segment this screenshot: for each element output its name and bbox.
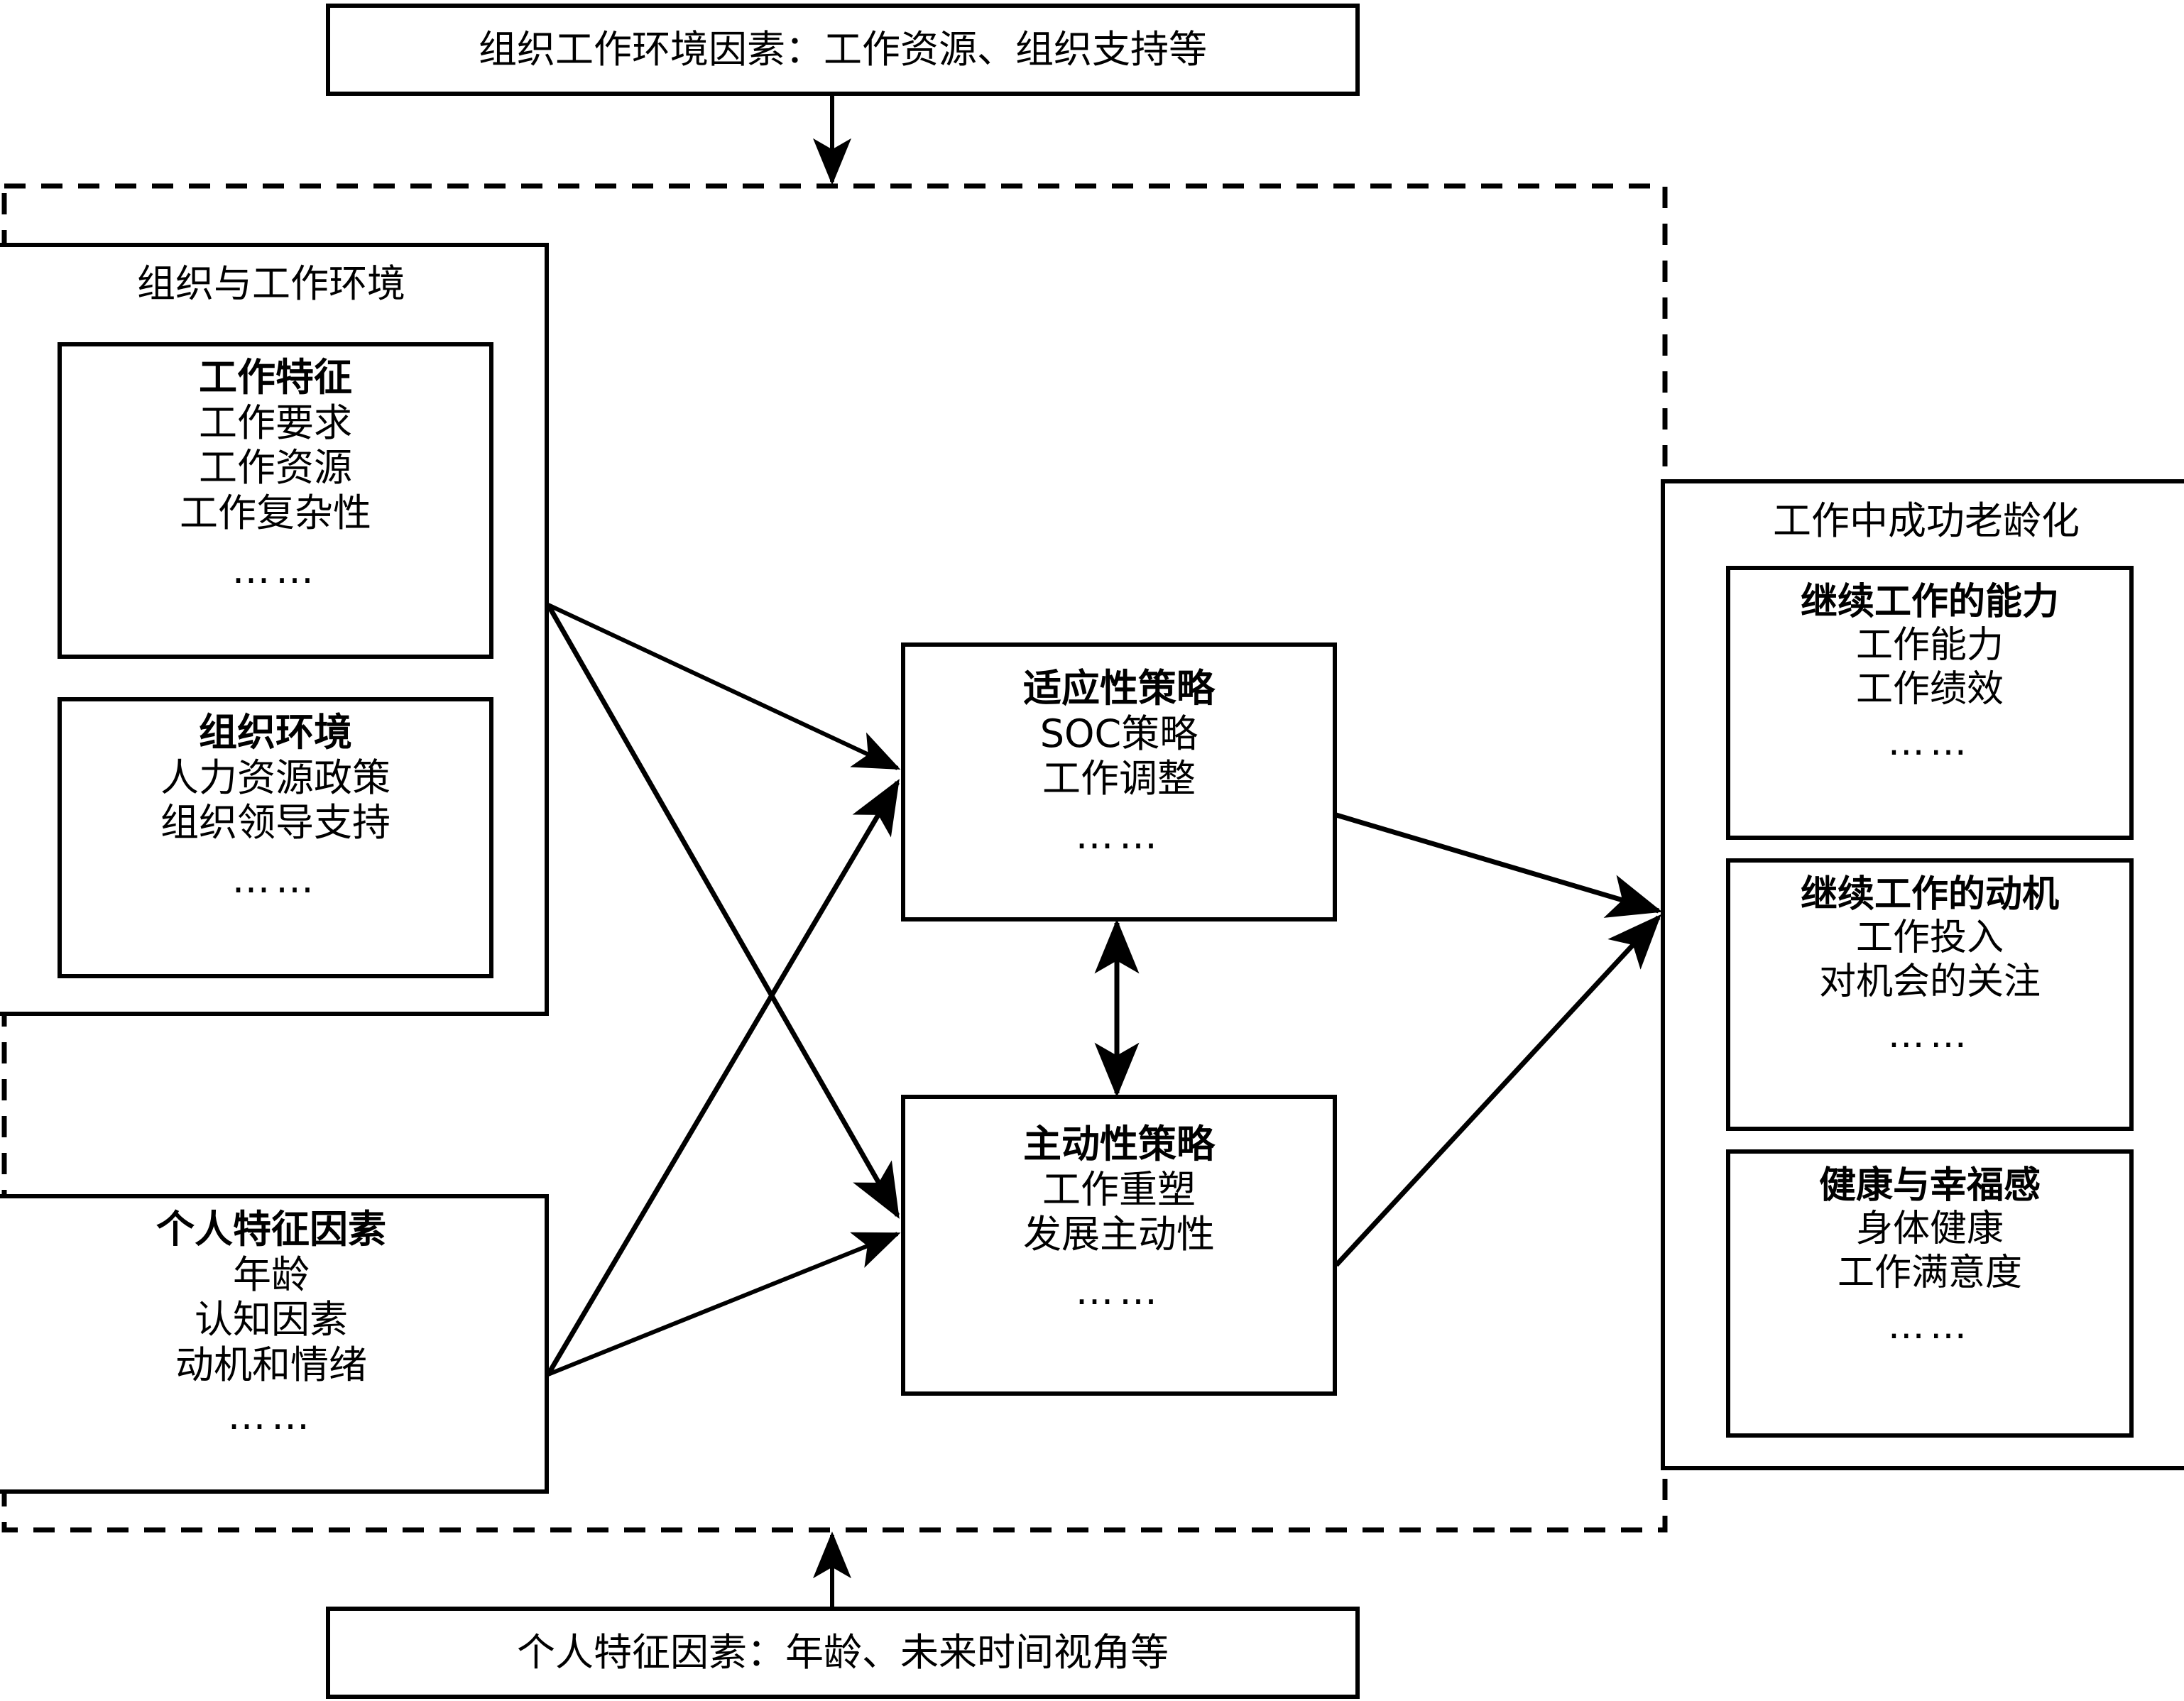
arrow-adaptive-to-outcomes — [1336, 812, 1663, 918]
adaptive-strategy-box-outline — [901, 642, 1337, 921]
health-wellbeing-box-outline — [1726, 1149, 2134, 1438]
org-environment-box-outline — [58, 697, 493, 978]
arrow-org-to-adaptive — [547, 603, 901, 770]
arrow-individual-to-proactive — [547, 1232, 901, 1377]
bottom-context-box-outline — [326, 1607, 1360, 1699]
work-motivation-box-outline — [1726, 858, 2134, 1131]
arrow-individual-to-adaptive — [545, 779, 900, 1376]
arrow-proactive-to-outcomes — [1334, 914, 1661, 1267]
top-context-box-outline — [326, 4, 1360, 96]
individual-characteristics-box-outline — [0, 1194, 549, 1494]
arrow-org-to-proactive — [545, 603, 900, 1219]
work-ability-box-outline — [1726, 566, 2134, 840]
proactive-strategy-box-outline — [901, 1095, 1337, 1396]
job-characteristics-box-outline — [58, 342, 493, 659]
